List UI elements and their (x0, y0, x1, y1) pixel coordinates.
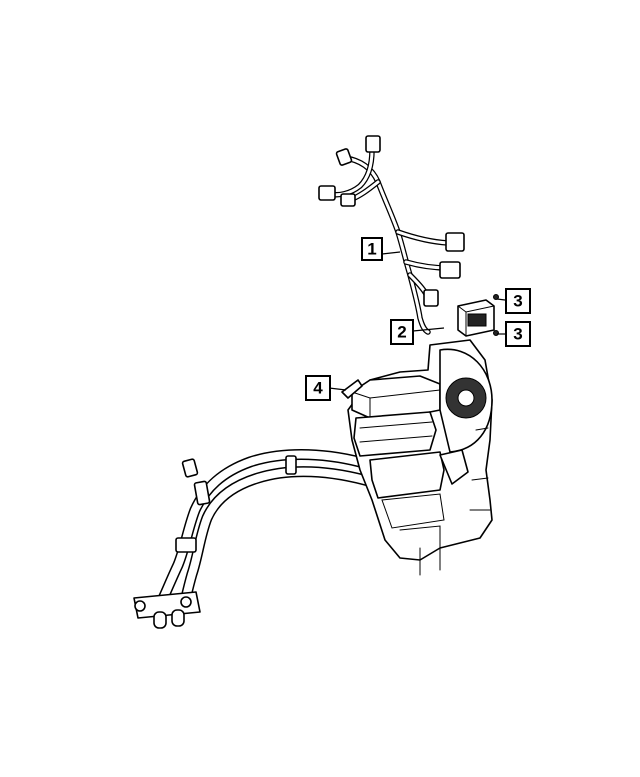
callout-2: 2 (390, 319, 414, 345)
callout-label-2: 2 (397, 323, 406, 342)
heater-hose-icon (133, 449, 378, 629)
leader-lines (328, 251, 506, 391)
callout-3a: 3 (505, 288, 531, 314)
callout-3b: 3 (505, 321, 531, 347)
blower-resistor-icon (457, 299, 495, 337)
callout-1: 1 (361, 237, 383, 261)
hvac-housing-icon (341, 339, 493, 576)
callout-label-4: 4 (313, 379, 323, 398)
callout-label-1: 1 (367, 240, 376, 259)
callout-label-3a: 3 (513, 292, 522, 311)
callout-label-3b: 3 (513, 325, 522, 344)
wiring-harness-icon (318, 135, 465, 335)
callout-4: 4 (305, 375, 331, 401)
